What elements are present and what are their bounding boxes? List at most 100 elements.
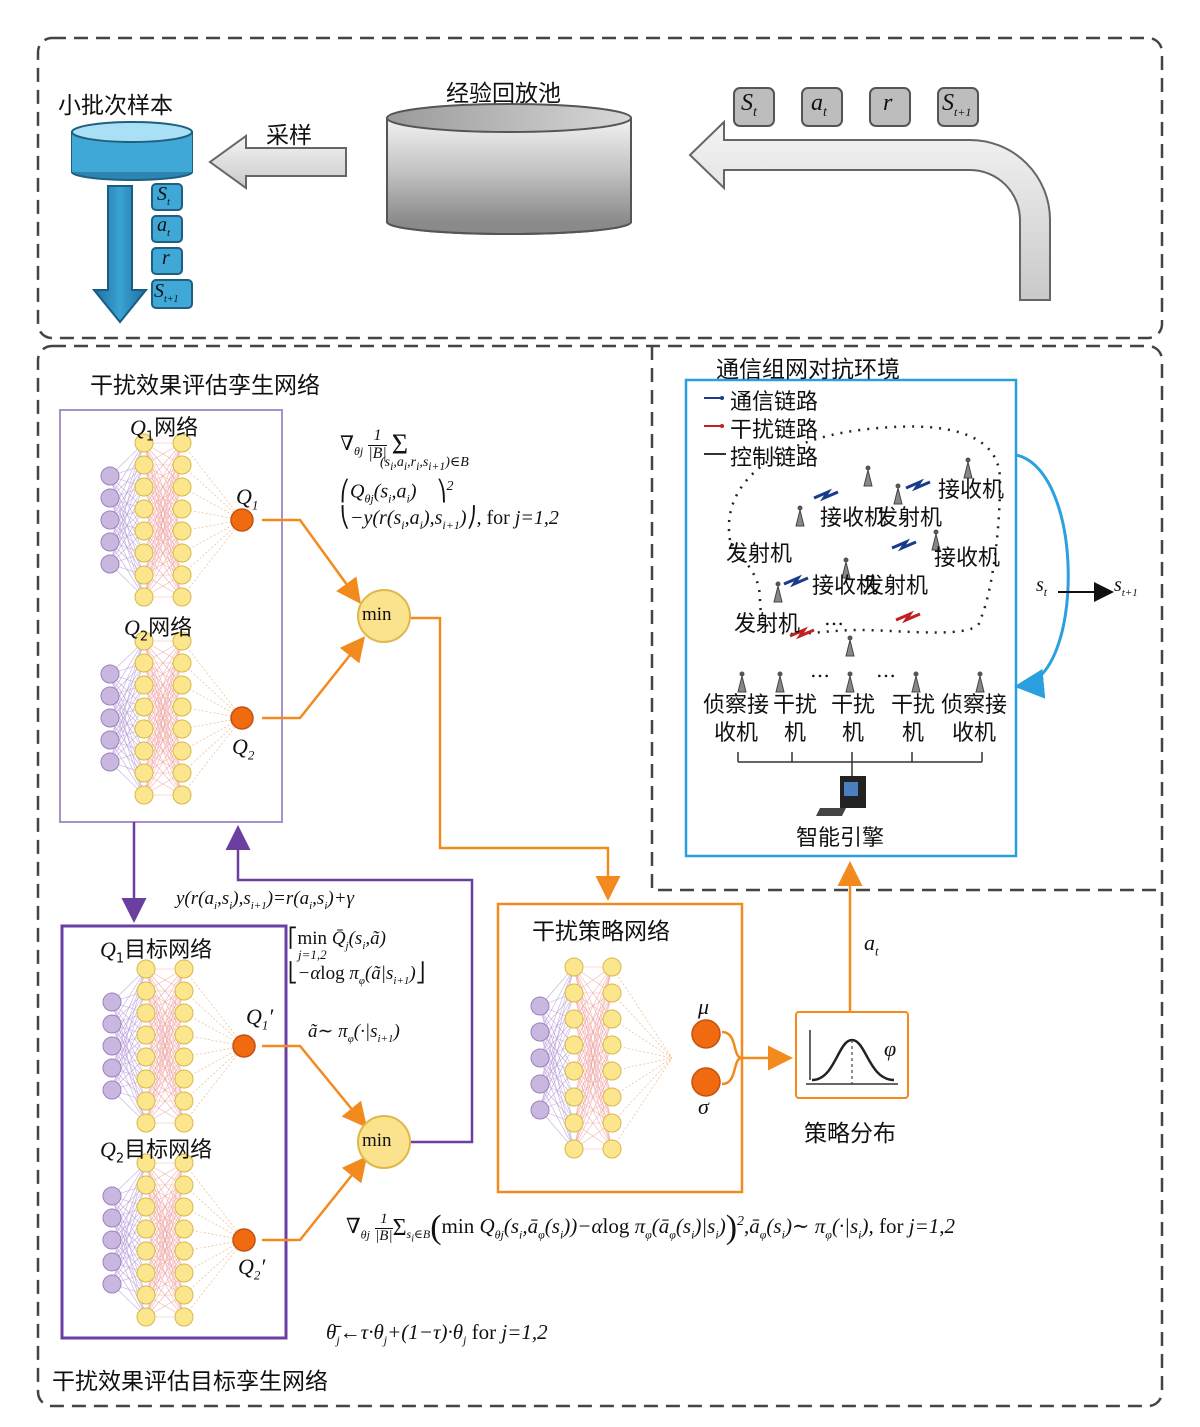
antenna-icon — [841, 557, 851, 579]
node-tx-4: 发射机 — [734, 612, 801, 637]
replay-region — [36, 36, 1164, 340]
legend-ctrl: 控制链路 — [730, 446, 819, 471]
antenna-icon — [775, 671, 785, 693]
critic-q2-net — [100, 631, 243, 805]
comm-link-icon — [891, 538, 917, 552]
critic-title: 干扰效果评估孪生网络 — [90, 373, 320, 399]
q1-to-min — [262, 518, 361, 605]
legend-icons — [704, 396, 726, 455]
antenna-icon — [773, 581, 783, 603]
mu-label: μ — [698, 994, 710, 1019]
sample-arrow — [208, 134, 347, 190]
q2t-output-node — [232, 1228, 256, 1252]
target-y-bracket: ⎡min Q̄j(si,ã) j=1,2 ⎣−αlog πφ(ã|si+1)⎦ — [288, 928, 426, 988]
action-label: at — [864, 930, 879, 959]
q1-output-node — [230, 508, 254, 532]
min-label-target: min — [362, 1130, 392, 1151]
sigma-node — [691, 1067, 721, 1097]
mini-st1: St+1 — [154, 280, 179, 305]
antenna-icon — [963, 457, 973, 479]
computer-icon — [816, 776, 866, 816]
antenna-icon — [845, 635, 855, 657]
node-tx-3: 发射机 — [862, 574, 929, 599]
legend-comm: 通信链路 — [730, 390, 819, 415]
q1t-output-node — [232, 1034, 256, 1058]
tuple-st1: St+1 — [942, 90, 972, 119]
store-arrow — [688, 119, 1051, 301]
q1t-output-label: Q1′ — [246, 1004, 274, 1033]
actor-title: 干扰策略网络 — [532, 919, 670, 945]
mini-st: St — [157, 183, 171, 208]
node-jammer-3: 干扰机 — [890, 693, 935, 746]
mu-node — [691, 1019, 721, 1049]
critic-loss-formula: ∇θj 1|B| Σ (si,ai,ri,si+1)∈B ⎛Qθj(si,ai)… — [340, 427, 559, 533]
legend-jam: 干扰链路 — [730, 418, 819, 443]
min-node-critic — [357, 589, 411, 643]
node-tx-1: 发射机 — [876, 506, 943, 531]
node-recon-rx-1: 侦察接收机 — [702, 693, 769, 746]
ellipsis-2: … — [876, 658, 896, 682]
minibatch-down-arrow — [91, 185, 149, 324]
node-rx-3: 接收机 — [934, 546, 1001, 571]
mini-tuple-boxes — [151, 183, 193, 309]
node-jammer-1: 干扰机 — [772, 693, 817, 746]
tuple-at: at — [811, 90, 827, 120]
min-node-target — [357, 1115, 411, 1169]
comm-link-icon — [813, 488, 839, 502]
tuple-st: St — [741, 90, 757, 120]
sample-label: 采样 — [266, 123, 312, 149]
q2t-output-label: Q2′ — [238, 1254, 266, 1283]
q2-output-node — [230, 706, 254, 730]
q2-network-title: Q2网络 — [124, 615, 193, 645]
engine-label: 智能引擎 — [796, 826, 885, 851]
tuple-boxes — [733, 87, 979, 127]
env-feedback-arc — [1014, 453, 1070, 699]
env-region-divider — [650, 346, 1162, 892]
q2-output-label: Q2 — [232, 734, 255, 763]
antenna-icon — [863, 465, 873, 487]
mini-r: r — [162, 247, 170, 269]
q1t-to-min — [262, 1044, 368, 1128]
minibatch-cylinder — [71, 121, 193, 181]
actor-net — [530, 957, 673, 1159]
antenna-icon — [893, 483, 903, 505]
training-region — [36, 344, 1164, 1408]
target-y-formula: y(r(ai,si),si+1)=r(ai,si)+γ — [176, 888, 355, 912]
node-recon-rx-2: 侦察接收机 — [940, 693, 1007, 746]
target-y-to-critic — [225, 825, 474, 1144]
target-q1-net — [102, 959, 245, 1133]
jam-link-icon — [789, 626, 815, 640]
antenna-icon — [737, 671, 747, 693]
target-action-formula: ã∼ πφ(·|si+1) — [308, 1021, 400, 1045]
mini-at: at — [157, 214, 171, 239]
target-title: 干扰效果评估目标孪生网络 — [52, 1369, 328, 1395]
policy-dist-label: 策略分布 — [804, 1121, 896, 1147]
node-tx-2: 发射机 — [726, 542, 793, 567]
q2-target-title: Q2目标网络 — [100, 1137, 213, 1167]
sigma-label: σ — [698, 1094, 709, 1119]
q1-network-title: Q1网络 — [130, 415, 199, 445]
soft-update-formula: θ̄j←τ·θj+(1−τ)·θj for j=1,2 — [326, 1320, 548, 1348]
node-rx-1: 接收机 — [938, 478, 1005, 503]
minibatch-title: 小批次样本 — [58, 93, 173, 119]
antenna-icon — [795, 505, 805, 527]
q1-output-label: Q1 — [236, 484, 259, 513]
comm-link-icon — [905, 478, 931, 492]
ellipsis-1: … — [810, 658, 830, 682]
comm-link-icon — [783, 574, 809, 588]
actor-loss-formula: ∇θj 1|B|Σsi∈B(min Qθj(si,āφ(si))−αlog πφ… — [346, 1209, 955, 1246]
jam-link-icon — [895, 610, 921, 624]
node-rx-4: 接收机 — [812, 574, 879, 599]
replay-pool-cylinder — [386, 103, 632, 235]
q1-target-title: Q1目标网络 — [100, 937, 213, 967]
phi-label: φ — [884, 1036, 897, 1061]
antenna-icon — [845, 671, 855, 693]
target-box — [60, 924, 288, 1340]
ellipsis-3: … — [824, 606, 844, 630]
replay-pool-title: 经验回放池 — [446, 81, 561, 107]
node-rx-2: 接收机 — [820, 506, 887, 531]
antenna-icon — [911, 671, 921, 693]
node-jammer-2: 干扰机 — [830, 693, 875, 746]
tuple-r: r — [883, 90, 893, 116]
